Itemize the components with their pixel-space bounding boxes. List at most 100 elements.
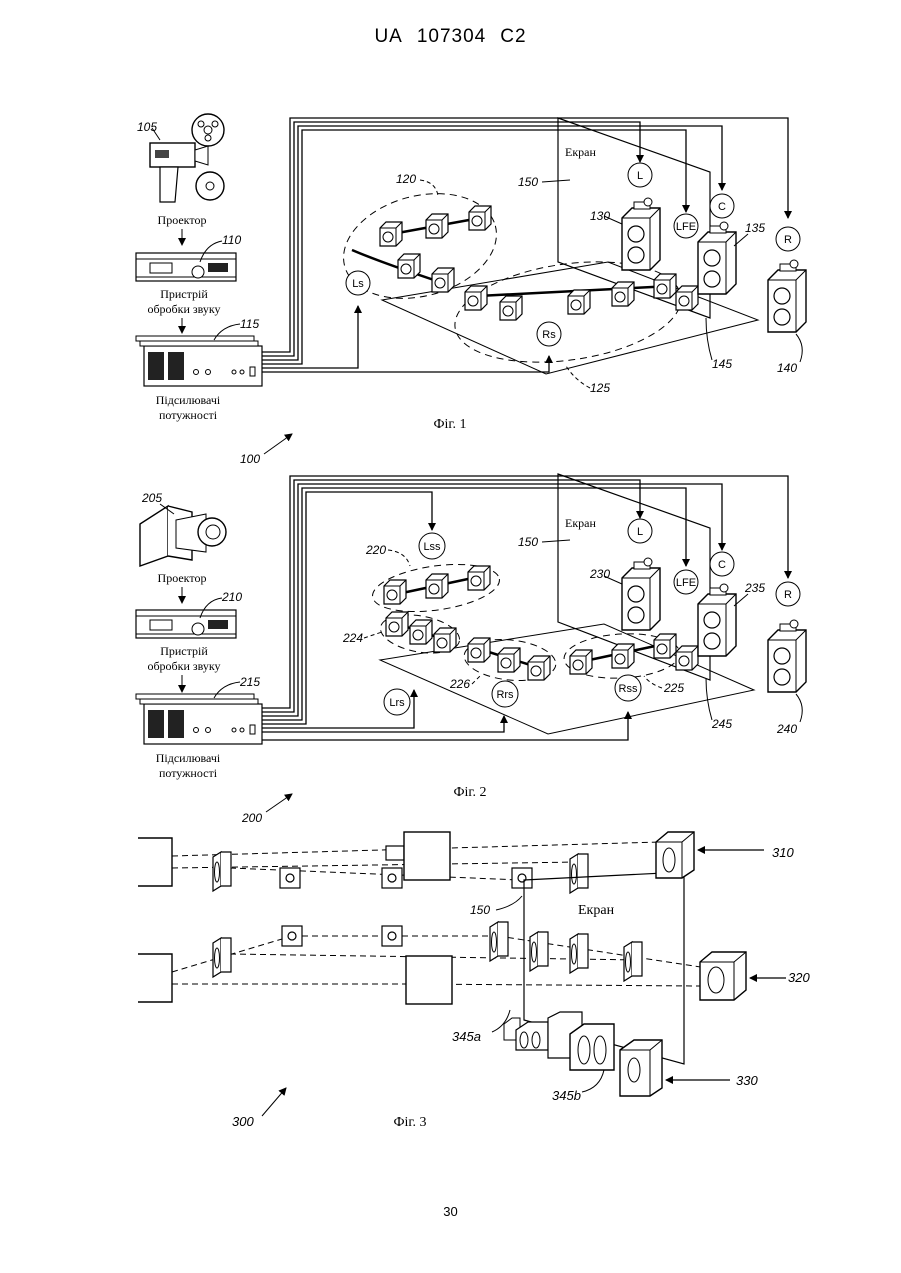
speaker: [512, 868, 532, 888]
svg-text:L: L: [637, 170, 643, 182]
speaker: [213, 938, 231, 977]
page-number: 30: [0, 1204, 901, 1219]
ref-group-a: 120: [396, 172, 416, 186]
projector-label: Проектор: [158, 213, 207, 227]
ref-right-speaker: 140: [777, 361, 797, 375]
ref-group-a: 220: [365, 543, 386, 557]
ref-screen: 150: [518, 535, 538, 549]
processor-label-1: Пристрій: [160, 287, 208, 301]
projector-icon: [140, 506, 226, 566]
ref-amps: 215: [239, 675, 260, 689]
leader-line: [706, 318, 712, 360]
ref-group-c: 226: [449, 677, 470, 691]
ref-fig-2: 200: [241, 811, 262, 825]
arrow: [264, 434, 292, 454]
ref-fig-1: 100: [240, 452, 260, 466]
amps-label-1: Підсилювачі: [156, 393, 221, 407]
ref-right-speaker: 240: [776, 722, 797, 736]
leader-line: [542, 540, 570, 542]
projector-icon: [150, 114, 224, 202]
ref-amps: 115: [240, 317, 259, 331]
svg-text:L: L: [637, 526, 643, 538]
ref-group-b: 224: [342, 631, 363, 645]
ref-screen: 150: [470, 903, 490, 917]
screen-label: Екран: [578, 903, 615, 918]
ref-center-speaker: 135: [745, 221, 765, 235]
processor-label-2: обробки звуку: [147, 302, 220, 316]
arrow: [262, 1088, 286, 1116]
ref-processor: 110: [222, 233, 241, 247]
leader-line: [582, 1070, 604, 1092]
projector-box-bottom: [138, 954, 172, 1002]
bottom-array: [504, 1012, 662, 1096]
speaker: [530, 932, 548, 971]
sound-processor-icon: [136, 253, 236, 281]
sound-processor-icon: [136, 610, 236, 638]
speaker: [382, 926, 402, 946]
middle-array-speaker: [700, 952, 746, 1000]
ref-array-b: 345b: [552, 1088, 581, 1103]
speaker: [280, 868, 300, 888]
leader-line: [542, 180, 570, 182]
ref-middle: 320: [788, 970, 810, 985]
ref-left-speaker: 230: [589, 567, 610, 581]
ref-array-a: 345a: [452, 1029, 481, 1044]
right-speaker: [768, 260, 806, 332]
ref-subwoofer: 145: [712, 357, 732, 371]
speaker: [570, 854, 588, 893]
figure-2-caption: Фіг. 2: [453, 785, 486, 800]
svg-text:C: C: [718, 559, 726, 571]
screen-label: Екран: [565, 516, 596, 530]
figure-1: 105 Проектор 110 Пристрій обробки звуку …: [136, 114, 806, 466]
top-array-speaker: [656, 832, 694, 878]
power-amplifiers-icon: [136, 336, 262, 386]
svg-text:R: R: [784, 234, 792, 246]
projector-label: Проектор: [158, 571, 207, 585]
leader-line: [496, 896, 522, 910]
arrow: [266, 794, 292, 812]
amps-label-2: потужності: [159, 766, 218, 780]
processor-label-1: Пристрій: [160, 644, 208, 658]
leader-line: [796, 694, 802, 722]
ref-top: 310: [772, 845, 794, 860]
power-amplifiers-icon: [136, 694, 262, 744]
center-speaker: [698, 584, 736, 656]
projector-box-top: [138, 838, 172, 886]
leader-line: [796, 334, 802, 362]
processor-label-2: обробки звуку: [147, 659, 220, 673]
ref-left-speaker: 130: [590, 209, 610, 223]
left-speaker: [622, 558, 660, 630]
speaker: [624, 942, 642, 981]
figure-3: Екран 150 310 320 330 345a 345b Фіг. 3 3…: [138, 832, 810, 1130]
svg-text:Rss: Rss: [619, 683, 638, 695]
ref-bottom: 330: [736, 1073, 758, 1088]
leader-line: [644, 676, 662, 688]
amps-label-2: потужності: [159, 408, 218, 422]
svg-text:R: R: [784, 589, 792, 601]
svg-text:Rrs: Rrs: [496, 689, 514, 701]
svg-text:Lrs: Lrs: [389, 697, 405, 709]
svg-text:LFE: LFE: [676, 221, 696, 233]
speaker: [213, 852, 231, 891]
speaker: [282, 926, 302, 946]
figure-1-caption: Фіг. 1: [433, 417, 466, 432]
leader-line: [388, 550, 410, 566]
ref-group-b: 125: [590, 381, 610, 395]
svg-text:Rs: Rs: [542, 329, 556, 341]
ref-group-d: 225: [663, 681, 684, 695]
ref-center-speaker: 235: [744, 581, 765, 595]
leader-line: [472, 676, 480, 684]
left-speaker: [622, 198, 660, 270]
figure-2: 205 Проектор 210 Пристрій обробки звуку …: [136, 474, 806, 825]
figure-3-caption: Фіг. 3: [393, 1115, 426, 1130]
ref-screen: 150: [518, 175, 538, 189]
svg-text:LFE: LFE: [676, 577, 696, 589]
leader-line: [364, 632, 382, 638]
projector-equipment: [406, 956, 452, 1004]
leader-line: [566, 366, 590, 388]
center-speaker: [698, 222, 736, 294]
ref-subwoofer: 245: [711, 717, 732, 731]
speaker: [570, 934, 588, 973]
speaker: [382, 868, 402, 888]
